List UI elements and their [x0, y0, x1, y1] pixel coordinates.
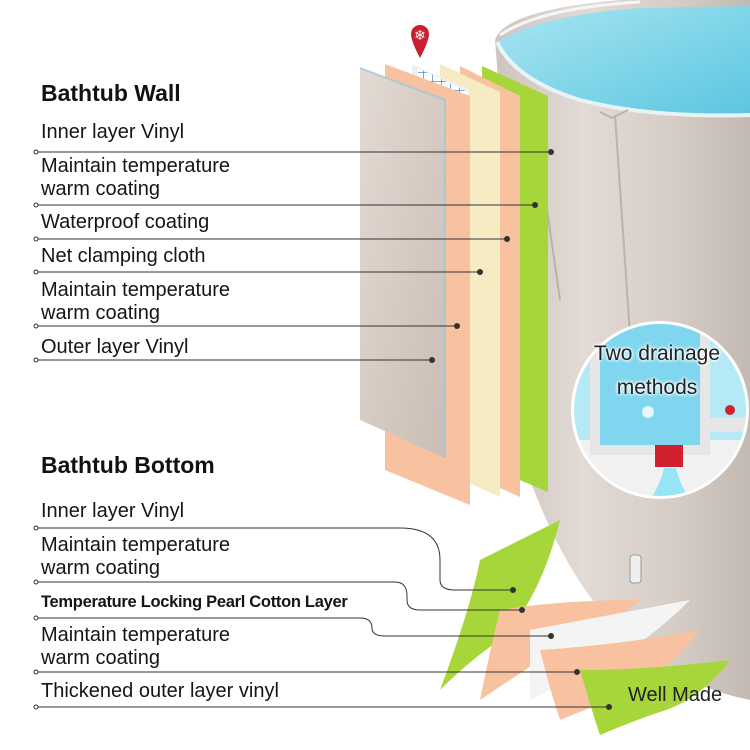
wall-layer-5-line-2: warm coating	[41, 302, 160, 324]
bottom-layer-2-line-2: warm coating	[41, 557, 160, 579]
wall-layer-4: Net clamping cloth	[41, 245, 206, 267]
bottom-layer-5: Thickened outer layer vinyl	[41, 680, 279, 702]
wall-layer-2-line-2: warm coating	[41, 178, 160, 200]
wall-layer-2-line-1: Maintain temperature	[41, 155, 230, 177]
bottom-layers	[440, 520, 730, 735]
drainage-callout-line-2: methods	[616, 376, 698, 399]
wall-layers	[359, 64, 548, 505]
svg-text:❄: ❄	[414, 28, 426, 44]
well-made-badge: Well Made	[628, 684, 723, 706]
drainage-callout-image	[571, 321, 749, 499]
bottom-layer-1: Inner layer Vinyl	[41, 500, 185, 522]
bottom-layer-4-line-2: warm coating	[41, 647, 160, 669]
wall-layer-5-line-1: Maintain temperature	[41, 279, 230, 301]
pin-snowflake-icon: ❄	[411, 25, 429, 58]
bottom-leader-lines	[33, 525, 612, 710]
wall-layer-3: Waterproof coating	[41, 211, 210, 233]
bottom-layer-4-line-1: Maintain temperature	[41, 624, 230, 646]
bottom-layer-3: Temperature Locking Pearl Cotton Layer	[41, 593, 348, 611]
wall-heading: Bathtub Wall	[41, 80, 181, 106]
bottom-layer-2-line-1: Maintain temperature	[41, 534, 230, 556]
wall-layer-1: Inner layer Vinyl	[41, 121, 185, 143]
drainage-callout-line-1: Two drainage	[593, 342, 721, 365]
wall-layer-6: Outer layer Vinyl	[41, 336, 189, 358]
bottom-heading: Bathtub Bottom	[41, 452, 215, 478]
wall-leader-lines	[33, 149, 554, 363]
